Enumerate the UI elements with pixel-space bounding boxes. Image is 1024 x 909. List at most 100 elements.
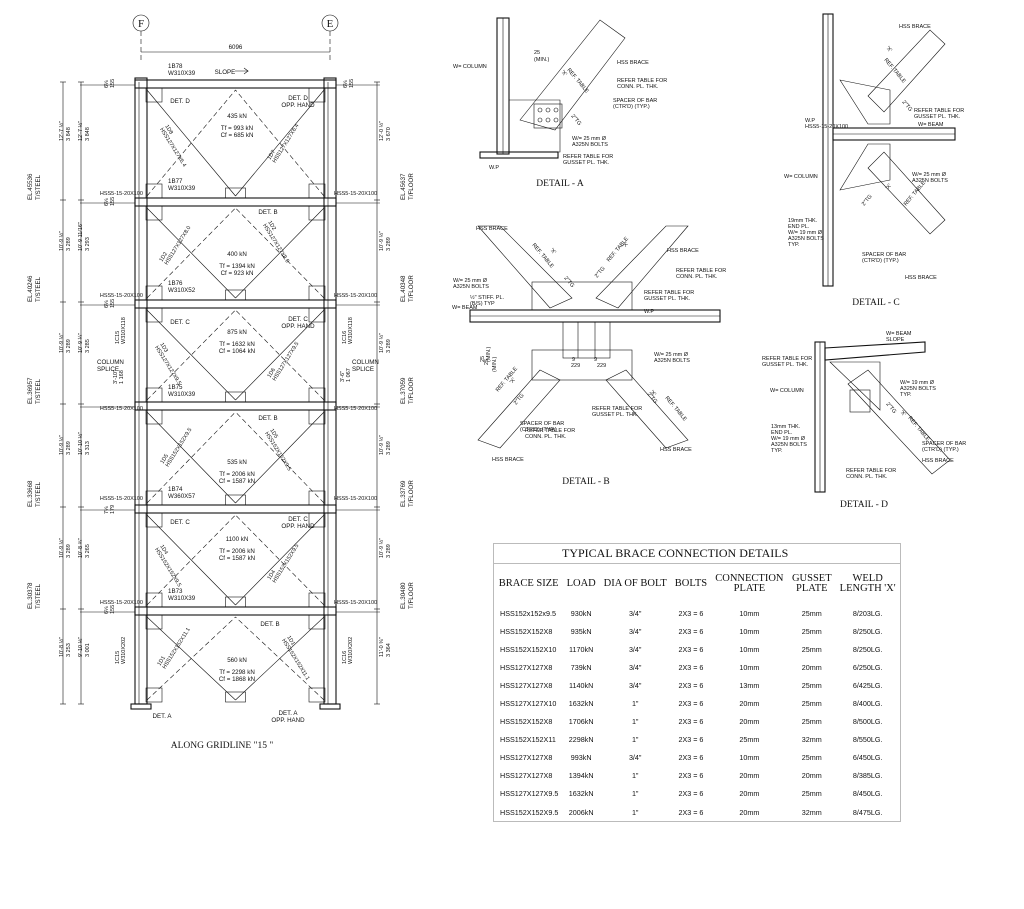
table-cell: 1" bbox=[631, 789, 639, 799]
gusset-plate bbox=[308, 490, 326, 506]
detail-b-label: ½" STIFF. PL.(B/S) TYP bbox=[470, 294, 505, 307]
table-cell: 1632kN bbox=[568, 789, 594, 799]
brace-line bbox=[146, 207, 236, 299]
column-right bbox=[323, 77, 337, 705]
gusset-plate bbox=[145, 687, 163, 703]
table-cell: 2X3 = 6 bbox=[678, 608, 704, 618]
brace-line bbox=[235, 89, 325, 197]
brace-line bbox=[146, 411, 236, 504]
gusset-plate bbox=[308, 205, 326, 221]
detail-b-label: 'X' bbox=[622, 241, 630, 249]
table-cell: 2X3 = 6 bbox=[678, 735, 704, 745]
detail-callout: DET. B bbox=[258, 209, 277, 216]
brace-designation: 1D8HSS127X127X6.4 bbox=[158, 124, 192, 168]
gusset-callout-right: HSS5-15-20X100 bbox=[334, 293, 377, 299]
detail-b-label: HSS BRACE bbox=[492, 457, 524, 463]
detail-callout: DET. B bbox=[258, 415, 277, 422]
detail-b-label: 229 bbox=[571, 363, 580, 369]
compression-force: Cf = 685 kN bbox=[221, 132, 254, 139]
table-cell: HSS152X152X8 bbox=[500, 717, 553, 727]
beam-depth-dim: 6⅛155 bbox=[104, 299, 116, 308]
detail-b-label: (MIN.) bbox=[492, 357, 498, 372]
storey-dim-right: 11'-0 ⅜"3 364 bbox=[379, 637, 392, 657]
storey-dim-right: 10'-9 ½"3 289 bbox=[378, 435, 392, 455]
brace-load: 535 kN bbox=[227, 459, 247, 466]
bolt-hole bbox=[537, 107, 543, 113]
column-label: 1C15W310X202 bbox=[115, 637, 127, 664]
gusset-plate bbox=[308, 592, 326, 608]
floor-beam bbox=[134, 197, 337, 207]
compression-force: Cf = 1587 kN bbox=[219, 555, 255, 562]
gusset-plate bbox=[308, 183, 326, 199]
table-cell: 25mm bbox=[801, 789, 822, 799]
brace-designation: 1D7HSS127X127X6.4 bbox=[267, 120, 301, 164]
gusset-plate bbox=[145, 307, 163, 323]
gusset-plate bbox=[145, 387, 163, 403]
table-cell: 8/250LG. bbox=[852, 626, 883, 636]
bolt-hole bbox=[553, 117, 559, 123]
table-cell: 20mm bbox=[739, 771, 760, 781]
table-cell: 3/4" bbox=[628, 626, 642, 636]
floor-beam bbox=[134, 504, 337, 514]
table-cell: HSS127X127X8 bbox=[500, 771, 553, 781]
beam-depth-dim: 6⅛155 bbox=[104, 605, 116, 614]
table-cell: HSS152X152X9.5 bbox=[500, 807, 559, 817]
detail-d-beam bbox=[824, 341, 926, 361]
table-cell: 20mm bbox=[739, 807, 760, 817]
detail-callout: DET. A bbox=[153, 713, 173, 720]
level-right: EL.30480T/FLOOR bbox=[400, 582, 415, 609]
tension-force: Tf = 1394 kN bbox=[219, 263, 255, 270]
detail-c-label: 2"TG bbox=[900, 99, 913, 113]
storey-dim-right: 10'-9 ½"3 289 bbox=[378, 333, 392, 353]
detail-b-label: REF. TABLE bbox=[606, 236, 630, 263]
brace-designation: 1D2HSS127X127X8.0 bbox=[159, 222, 193, 266]
floor-beam bbox=[134, 79, 337, 89]
table-cell: 993kN bbox=[570, 753, 592, 763]
table-cell: 32mm bbox=[801, 807, 822, 817]
brace-designation: 1D2HSS127X127X8.0 bbox=[261, 220, 295, 264]
detail-b-brace-upper-left bbox=[477, 225, 573, 309]
table-cell: 8/450LG. bbox=[852, 789, 883, 799]
detail-b-label: 9 bbox=[594, 357, 597, 363]
elevation-title: ALONG GRIDLINE "15 " bbox=[171, 741, 274, 751]
gusset-plate bbox=[225, 494, 246, 506]
gusset-callout-right: HSS5-15-20X100 bbox=[334, 600, 377, 606]
detail-d-label: 'X' bbox=[898, 409, 906, 417]
brace-line bbox=[235, 514, 325, 606]
column-label: 1C16W310X202 bbox=[342, 637, 354, 664]
brace-designation: 1D4HSS152X152X9.5 bbox=[267, 540, 301, 584]
brace-line bbox=[235, 309, 325, 401]
brace-line bbox=[146, 514, 236, 606]
gusset-callout-left: HSS5-15-20X100 bbox=[100, 191, 143, 197]
storey-dim-left-inner: 10'-9 11/16"3 293 bbox=[78, 222, 91, 251]
detail-a-spacer: SPACER OF BAR(CTR'D) (TYP.) bbox=[613, 98, 657, 110]
column-label: 1C16W310X118 bbox=[342, 317, 354, 344]
splice-dim-left: 3'-10"1 168 bbox=[113, 370, 125, 384]
gusset-plate bbox=[145, 87, 163, 103]
brace-designation: 1D6HSS127X127X9.5 bbox=[267, 338, 301, 382]
detail-d-title: DETAIL - D bbox=[840, 500, 888, 510]
storey-dim-left-inner: 10'-10 ½"3 313 bbox=[77, 432, 91, 455]
base-plate bbox=[319, 703, 341, 710]
compression-force: Cf = 1587 kN bbox=[219, 478, 255, 485]
base-plate bbox=[130, 703, 152, 710]
detail-a-weld-x: 'X' bbox=[559, 69, 567, 77]
table-cell: 8/250LG. bbox=[852, 644, 883, 654]
detail-d-label: HSS BRACE bbox=[922, 458, 954, 464]
detail-c-gusset-top bbox=[839, 79, 891, 125]
detail-d-label: 2"TG bbox=[884, 401, 897, 415]
detail-c-brace-bottom bbox=[867, 151, 946, 235]
detail-b-label: 9 bbox=[572, 357, 575, 363]
